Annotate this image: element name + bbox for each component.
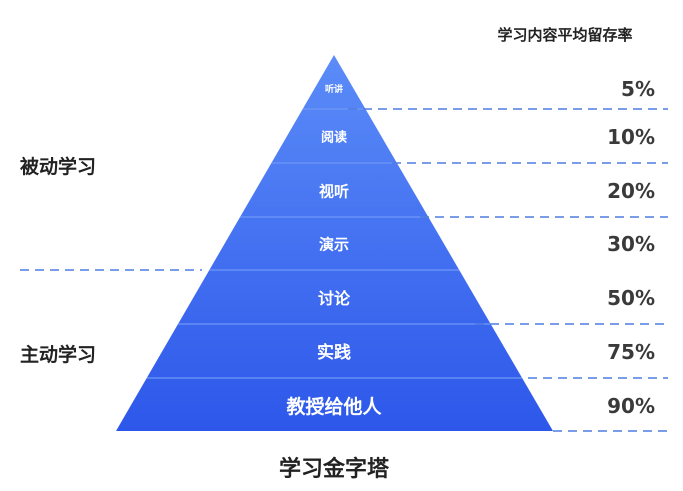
passive-learning-label: 被动学习 [20, 155, 96, 178]
level-label-7: 教授给他人 [286, 395, 382, 418]
retention-value-4: 30% [607, 232, 655, 256]
level-label-1: 听讲 [325, 83, 343, 95]
retention-value-7: 90% [607, 394, 655, 418]
active-learning-label: 主动学习 [20, 343, 96, 366]
retention-value-2: 10% [607, 125, 655, 149]
level-label-4: 演示 [319, 235, 349, 253]
retention-value-6: 75% [607, 340, 655, 364]
retention-dash-lines [348, 108, 668, 432]
retention-percentages: 5% 10% 20% 30% 50% 75% 90% [607, 77, 655, 418]
diagram-title: 学习金字塔 [279, 456, 390, 482]
pyramid-shape [116, 55, 553, 431]
level-label-6: 实践 [317, 342, 351, 363]
retention-header: 学习内容平均留存率 [497, 26, 632, 44]
level-label-2: 阅读 [321, 130, 347, 146]
level-label-3: 视听 [319, 182, 349, 200]
retention-value-5: 50% [607, 286, 655, 310]
retention-value-1: 5% [621, 77, 655, 101]
retention-value-3: 20% [607, 179, 655, 203]
level-label-5: 讨论 [318, 289, 351, 308]
